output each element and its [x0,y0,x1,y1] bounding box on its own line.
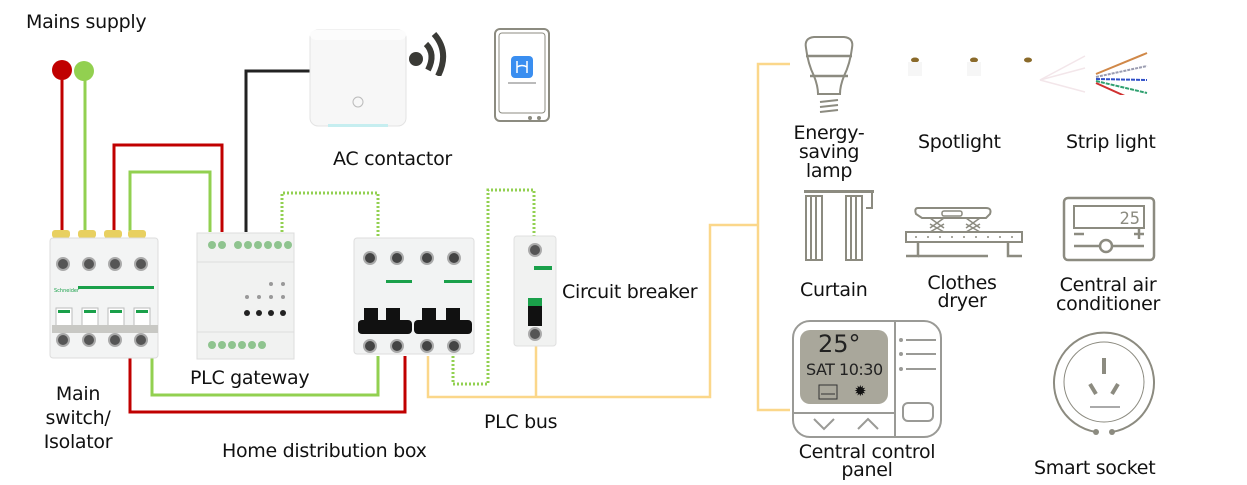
smart-socket-label: Smart socket [1034,457,1156,479]
plc-bus-device-trunk [756,62,790,412]
spotlight-icon [908,57,981,76]
down-arrow-icon[interactable] [813,418,835,431]
panel-time: SAT 10:30 [806,360,883,379]
app-icon [511,56,533,78]
mains-supply-label: Mains supply [26,11,147,33]
plc-bus-label: PLC bus [484,411,558,433]
central-air-conditioner-label-line: conditioner [1055,293,1161,315]
gateway-to-breaker-signal-wire [280,191,380,236]
mains-live-terminal [52,60,72,80]
panel-arrow-buttons [813,417,879,431]
spotlight-label: Spotlight [918,131,1001,153]
distribution-neutral-wire [150,356,380,397]
switch-to-gateway-live-wire [112,143,224,232]
energy-saving-lamp-label-line: Energy- [793,122,865,144]
energy-saving-lamp-label-line: saving [798,141,860,163]
central-air-conditioner-label-line: Central air [1059,274,1157,296]
energy-saving-lamp-label: Energy- saving lamp [790,124,868,181]
smart-socket-icon [1053,331,1155,435]
switch-to-gateway-neutral-wire [128,170,212,232]
clothes-dryer-label: Clothes dryer [912,272,1012,312]
strip-light-icon [1024,52,1148,95]
energy-saving-lamp-label-line: lamp [805,160,853,182]
home-distribution-box-label: Home distribution box [222,440,427,462]
svg-text:Schneider: Schneider [54,288,80,294]
air-conditioner-display-value: 25 [1120,209,1140,229]
distribution-live-wire [128,356,407,414]
ac-contactor-device [309,29,407,127]
central-control-panel-device: 25° SAT 10:30 ✹ [792,320,942,438]
clothes-dryer-label-line: dryer [937,290,987,312]
distribution-box-breakers [353,237,475,355]
breaker-to-circuit-breaker-signal-wire [451,188,536,386]
strip-light-label: Strip light [1066,131,1156,153]
central-control-panel-label-line: Central control [798,441,936,463]
smartphone-app-device [494,28,550,122]
energy-saving-lamp-icon [804,36,854,113]
central-air-conditioner-label: Central air conditioner [1046,276,1170,314]
circuit-breaker-label: Circuit breaker [562,281,698,303]
main-switch-label-line: Main [55,383,101,405]
circuit-breaker-device [513,235,557,347]
main-switch-label-line: Isolator [43,431,113,453]
wireless-signal-icon [409,32,447,76]
curtain-label: Curtain [800,279,868,301]
up-arrow-icon[interactable] [857,417,879,430]
plc-gateway-device [196,232,295,360]
panel-button[interactable] [902,402,934,422]
clothes-dryer-label-line: Clothes [927,272,997,294]
clothes-dryer-icon [905,207,1023,258]
mains-neutral-terminal [74,61,94,81]
gateway-to-contactor-wire [244,69,310,232]
central-control-panel-label-line: panel [841,459,893,481]
panel-temperature: 25° [818,330,861,358]
main-switch-label-line: switch/ [45,407,111,429]
central-control-panel-label: Central control panel [786,441,948,481]
curtain-icon [804,190,874,261]
sun-icon: ✹ [854,382,867,400]
panel-menu-lines [899,338,936,371]
plc-bus-wire [426,223,758,399]
ac-contactor-label: AC contactor [333,148,452,170]
main-switch-device: Schneider [49,230,159,359]
main-switch-label: Main switch/ Isolator [38,382,118,454]
thermostat-mode-icon [818,384,838,400]
plc-gateway-label: PLC gateway [190,367,310,389]
panel-screen: 25° SAT 10:30 ✹ [800,330,888,404]
central-air-conditioner-icon: 25 [1062,196,1156,262]
